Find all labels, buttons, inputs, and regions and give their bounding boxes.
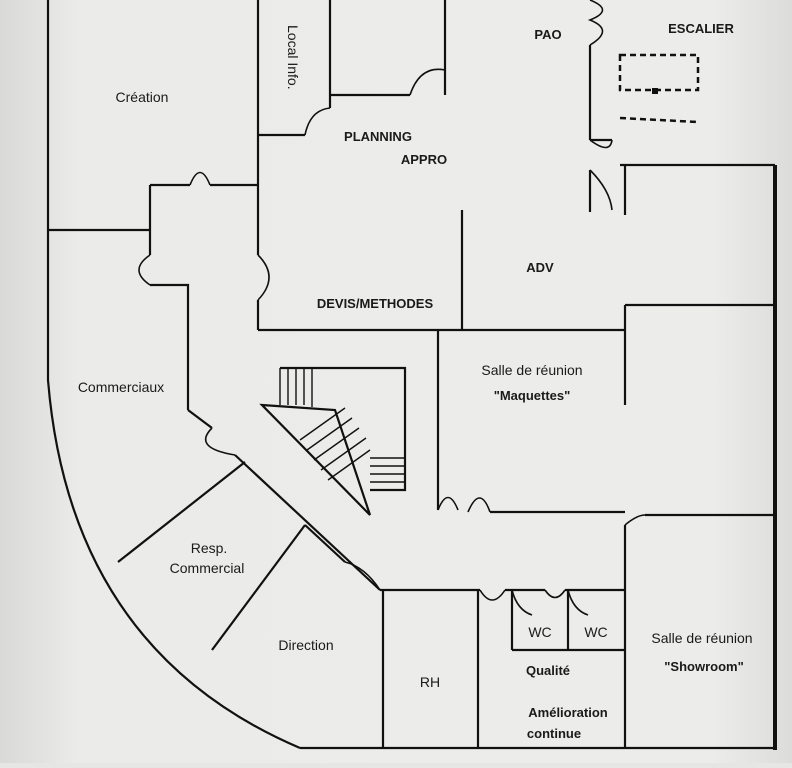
- room-labels: Création Local Info. PAO ESCALIER PLANNI…: [78, 21, 753, 741]
- label-escalier: ESCALIER: [668, 21, 734, 36]
- label-local-info: Local Info.: [285, 25, 301, 90]
- label-rh: RH: [420, 674, 440, 690]
- label-showroom-name: "Showroom": [664, 659, 744, 674]
- label-resp-line1: Resp.: [191, 540, 228, 556]
- label-amelioration-line2: continue: [527, 726, 581, 741]
- walls: [46, 0, 777, 750]
- label-qualite: Qualité: [526, 663, 570, 678]
- label-devis-methodes: DEVIS/METHODES: [317, 296, 434, 311]
- label-amelioration-line1: Amélioration: [528, 705, 608, 720]
- label-resp-line2: Commercial: [170, 560, 245, 576]
- label-commerciaux: Commerciaux: [78, 379, 164, 395]
- label-creation: Création: [116, 89, 169, 105]
- label-maquettes-name: "Maquettes": [494, 388, 571, 403]
- label-pao: PAO: [534, 27, 561, 42]
- label-appro: APPRO: [401, 152, 447, 167]
- label-maquettes-title: Salle de réunion: [481, 362, 582, 378]
- staircase: [259, 366, 407, 516]
- label-planning: PLANNING: [344, 129, 412, 144]
- label-adv: ADV: [526, 260, 554, 275]
- label-wc-2: WC: [584, 624, 607, 640]
- label-direction: Direction: [278, 637, 333, 653]
- label-showroom-title: Salle de réunion: [651, 630, 752, 646]
- stair-symbol: [618, 53, 700, 124]
- doors: [138, 0, 646, 616]
- label-wc-1: WC: [528, 624, 551, 640]
